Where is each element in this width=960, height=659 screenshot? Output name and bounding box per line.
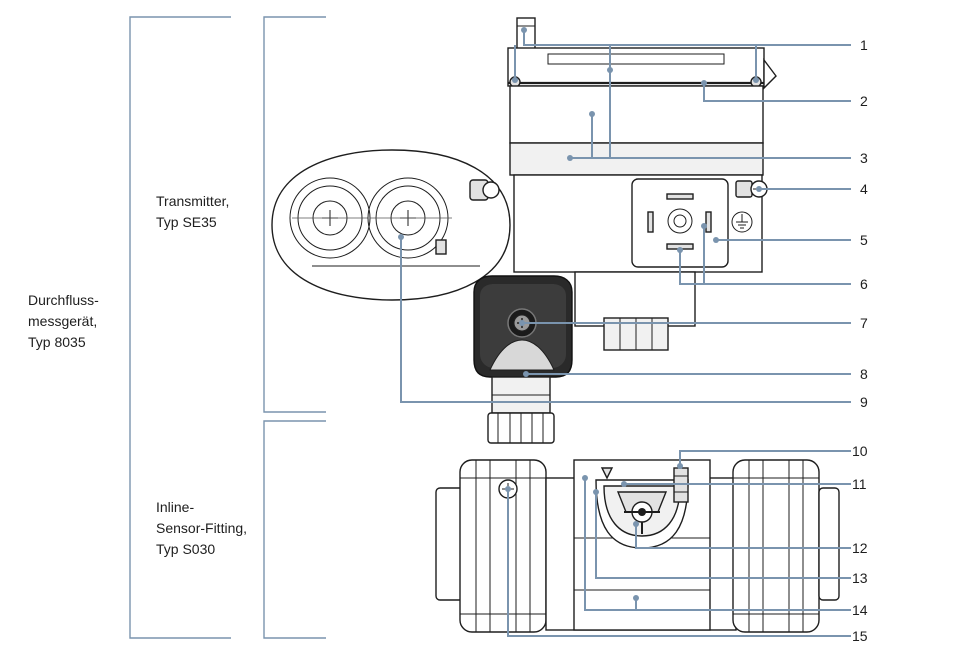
- callout-3: 3: [860, 150, 868, 166]
- leader-2: [609, 45, 851, 102]
- transmitter-bracket: [263, 16, 326, 413]
- ground-icon: [731, 211, 753, 233]
- callout-7: 7: [860, 315, 868, 331]
- callout-11: 11: [852, 476, 867, 492]
- device-label: Durchfluss- messgerät, Typ 8035: [28, 292, 103, 350]
- leader-lines: [400, 30, 851, 637]
- callout-13: 13: [852, 570, 868, 586]
- leader-dots: [398, 27, 762, 601]
- callout-1: 1: [860, 37, 868, 53]
- callout-8: 8: [860, 366, 868, 382]
- group-brackets: [129, 16, 326, 639]
- leader-9: [400, 237, 851, 403]
- callout-4: 4: [860, 181, 868, 197]
- leader-6: [679, 226, 851, 285]
- callout-14: 14: [852, 602, 868, 618]
- leader-1: [514, 30, 851, 80]
- callout-2: 2: [860, 93, 868, 109]
- fitting-label: Inline- Sensor-Fitting, Typ S030: [156, 499, 251, 557]
- callout-9: 9: [860, 394, 868, 410]
- leader-15: [507, 489, 851, 637]
- housing-upper: [509, 85, 764, 144]
- leader-3: [570, 70, 851, 159]
- top-screw: [516, 17, 536, 53]
- callout-12: 12: [852, 540, 868, 556]
- callout-numbers: 1 2 3 4 5 6 7 8 9 10 11 12 13 14 15: [852, 37, 868, 644]
- callout-5: 5: [860, 232, 868, 248]
- leader-13: [595, 492, 851, 579]
- transmitter-drawing: [507, 17, 777, 351]
- callout-6: 6: [860, 276, 868, 292]
- callout-15: 15: [852, 628, 868, 644]
- plug-connector: [473, 275, 573, 444]
- fitting-drawing: [435, 459, 840, 633]
- callout-10: 10: [852, 443, 868, 459]
- device-bracket: [129, 16, 231, 639]
- leader-12: [635, 524, 851, 549]
- right-union-nut: [732, 459, 820, 633]
- leader-10: [679, 450, 851, 466]
- fitting-bracket: [263, 420, 326, 639]
- transmitter-label: Transmitter, Typ SE35: [156, 193, 233, 230]
- cable-gland-detail: [271, 149, 511, 301]
